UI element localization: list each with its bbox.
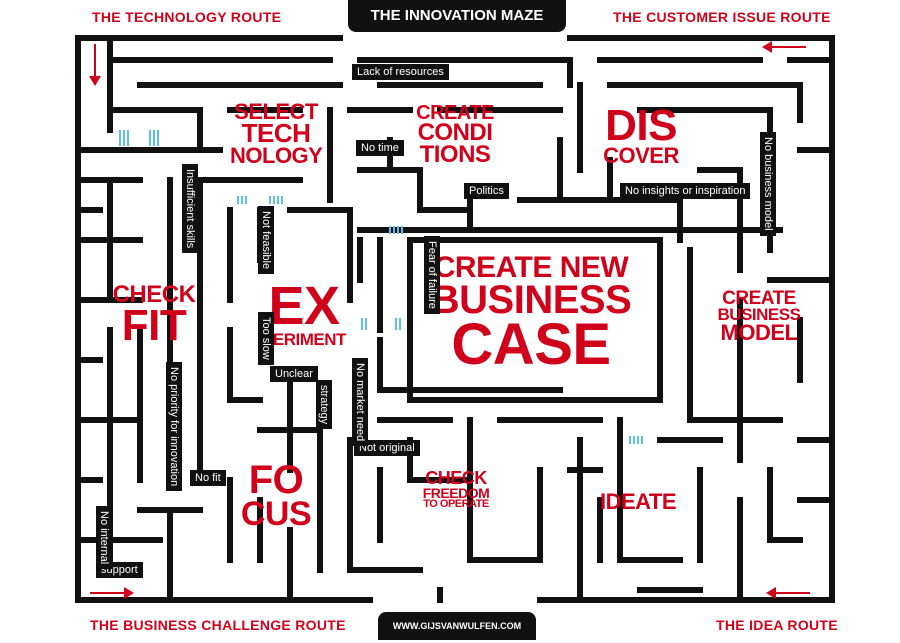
obstacle-fear-of-failure: Fear of failure [424,236,440,314]
obstacle-unclear: Unclear [270,366,318,382]
technology-route-label: THE TECHNOLOGY ROUTE [92,9,282,25]
obstacle-no-market-need: No market need [352,358,368,447]
arrow-left-icon [766,587,810,599]
stage-create-new-business-case: CREATE NEW BUSINESS CASE [430,251,632,378]
obstacle-unclear-strategy: strategy [316,380,332,430]
website-footer[interactable]: WWW.GIJSVANWULFEN.COM [378,612,536,640]
obstacle-no-insights: No insights or inspiration [620,183,751,199]
stage-create-conditions: CREATE CONDI TIONS [416,102,494,169]
customer-issue-route-label: THE CUSTOMER ISSUE ROUTE [613,9,831,25]
stage-check-fit: CHECK FIT [112,281,196,351]
stage-create-business-model: CREATE BUSINESS MODEL [717,288,801,346]
obstacle-politics: Politics [464,183,509,199]
stage-select-technology: SELECT TECH NOLOGY [230,99,323,169]
obstacle-not-feasible: Not feasible [258,206,274,275]
maze-title: THE INNOVATION MAZE [348,0,566,32]
arrow-left-icon [762,41,806,53]
obstacle-no-business-model: No business model [760,132,776,236]
obstacle-no-time: No time [356,140,404,156]
obstacle-lack-of-resources: Lack of resources [352,64,449,80]
stage-ideate: IDEATE [599,489,677,514]
obstacle-no-fit: No fit [190,470,226,486]
obstacle-no-priority: No priority for innovation [166,362,182,492]
arrow-right-icon [90,587,134,599]
obstacle-too-slow: Too slow [258,312,274,365]
obstacle-not-original: Not original [354,440,420,456]
stage-focus: FO CUS [240,458,312,533]
business-challenge-route-label: THE BUSINESS CHALLENGE ROUTE [90,617,346,633]
stage-check-freedom-to-operate: CHECK FREEDOM TO OPERATE [422,468,490,511]
idea-route-label: THE IDEA ROUTE [716,617,838,633]
obstacle-insufficient-skills: Insufficient skills [182,164,198,254]
arrow-down-icon [89,44,101,86]
obstacle-no-internal: No internal [96,506,112,570]
stage-experiment: EX PERIMENT [262,276,346,349]
stage-discover: DIS COVER [603,101,679,169]
